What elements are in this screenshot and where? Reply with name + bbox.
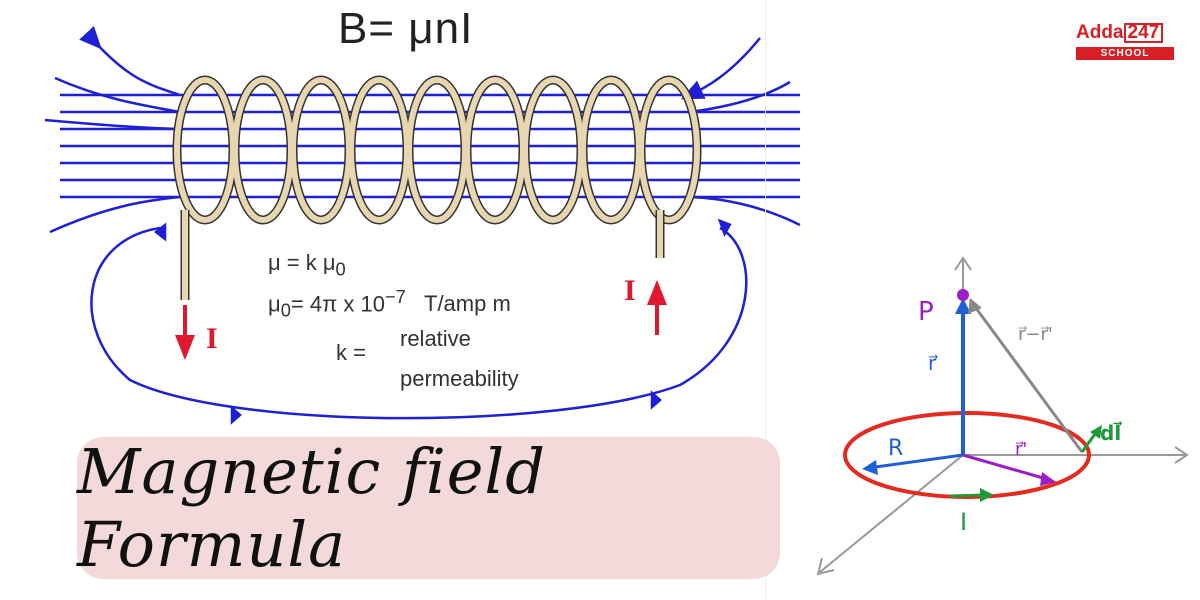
- mu0-value: = 4π x 10: [290, 291, 385, 317]
- solenoid-diagram: [44, 26, 801, 425]
- radius-vector: [862, 453, 964, 475]
- current-arrows: [175, 280, 667, 360]
- point-p: [957, 289, 969, 301]
- current-direction-arrow: [949, 488, 994, 502]
- mu-equation-text: μ = k μ: [268, 250, 336, 275]
- k-label: k =: [336, 340, 366, 365]
- k-def-line2: permeability: [400, 366, 519, 391]
- current-loop-diagram: P r⃗ r⃗−r⃗' R r⃗' dl⃗ I: [816, 256, 1189, 576]
- label-radius: R: [888, 436, 903, 461]
- current-label-left: I: [206, 322, 218, 355]
- mu-subscript: 0: [335, 258, 346, 280]
- label-p: P: [918, 297, 934, 327]
- vector-r-minus-rprime: [968, 299, 1084, 453]
- logo-tagline: SCHOOL: [1076, 47, 1174, 60]
- label-r-minus-rprime: r⃗−r⃗': [1018, 324, 1053, 345]
- mu0-subscript: 0: [280, 299, 291, 321]
- current-label-right: I: [624, 274, 636, 307]
- panel-divider: [765, 0, 766, 600]
- k-def-line1: relative: [400, 326, 471, 351]
- label-rprime: r⃗': [1015, 439, 1027, 460]
- label-r-vector: r⃗: [928, 351, 938, 375]
- field-lines-outside: [44, 26, 801, 425]
- logo-brand-number: 247: [1123, 23, 1164, 43]
- formula-title: B= μnI: [338, 4, 474, 53]
- dl-arrow: [1080, 425, 1102, 453]
- logo-brand-text: Adda: [1076, 22, 1124, 43]
- mu0-symbol: μ: [268, 291, 281, 317]
- mu0-exponent: −7: [384, 286, 406, 307]
- label-current: I: [960, 508, 967, 536]
- vector-r: [955, 298, 971, 455]
- title-banner: Magnetic field Formula: [77, 435, 780, 581]
- label-dl: dl⃗: [1100, 420, 1123, 445]
- coil-turns: [172, 75, 702, 300]
- banner-title: Magnetic field Formula: [77, 435, 546, 581]
- mu0-equation: μ0= 4π x 10−7 T/amp m: [268, 286, 511, 322]
- vector-rprime: [962, 453, 1056, 486]
- mu0-unit: T/amp m: [424, 291, 511, 317]
- mu-equation: μ = k μ0: [268, 250, 346, 280]
